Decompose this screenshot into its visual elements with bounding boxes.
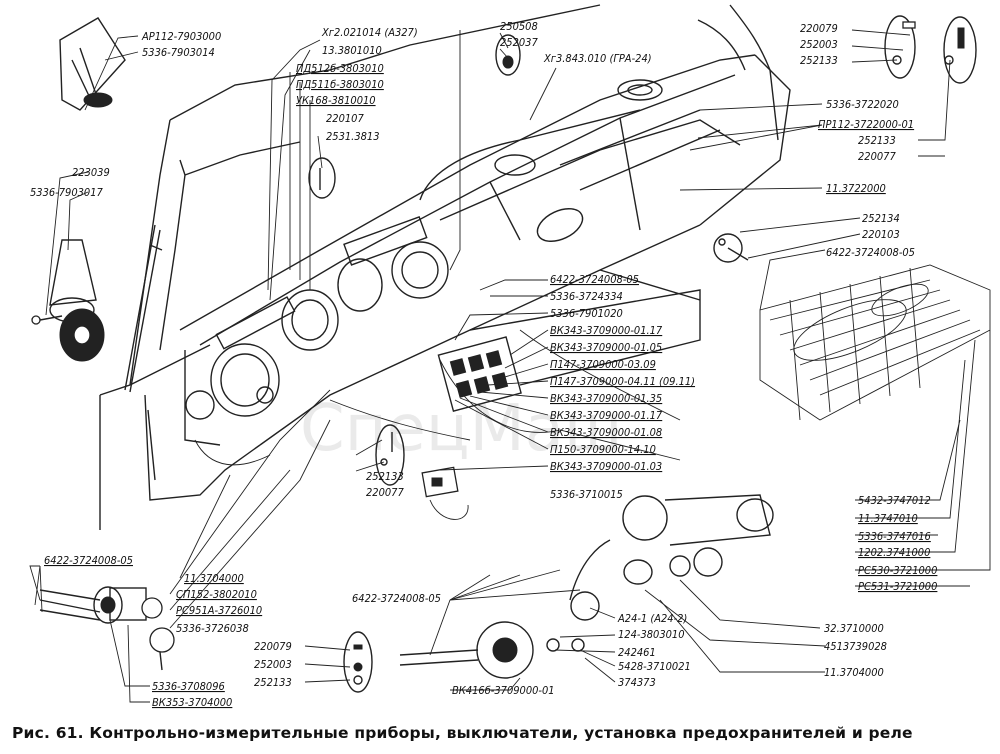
callout-label: 5336-3726038 xyxy=(176,622,249,635)
callout-label: ПД511б-3803010 xyxy=(296,78,384,91)
callout-label: 252134 xyxy=(862,212,900,225)
exploded-diagram: СпецМаш xyxy=(29,4,991,709)
callout-label: 252133 xyxy=(254,676,292,689)
callout-label: 5336-3710015 xyxy=(550,488,623,501)
callout-label: 13.3801010 xyxy=(322,44,382,57)
lighter-and-sensors xyxy=(399,494,774,679)
gauge-cluster xyxy=(185,79,663,420)
callout-label: 220103 xyxy=(862,228,900,241)
callout-label: РС951А-3726010 xyxy=(176,604,262,617)
callout-label: П147-3709000-04.11 (09.11) xyxy=(550,375,695,388)
callout-label: 220079 xyxy=(800,22,838,35)
callout-label: УК168-3810010 xyxy=(296,94,376,107)
callout-label: 6422-3724008-05 xyxy=(44,554,133,567)
leader-lines xyxy=(29,29,991,703)
callout-label: ПР112-3722000-01 xyxy=(818,118,914,131)
callout-label: 252037 xyxy=(500,36,538,49)
callout-label: 220107 xyxy=(326,112,364,125)
switch-block xyxy=(437,336,522,412)
callout-label: 5336-3708096 xyxy=(152,680,225,693)
callout-label: 5336-7903017 xyxy=(30,186,104,199)
callout-label: 11.3722000 xyxy=(826,182,886,195)
callout-label: 5336-7901020 xyxy=(550,307,623,320)
ignition-switch-assembly xyxy=(39,586,175,671)
callout-label: РС531-3721000 xyxy=(858,580,937,593)
callout-label: 250508 xyxy=(500,20,538,33)
callout-label: 374373 xyxy=(618,676,656,689)
callout-label: 6422-3724008-05 xyxy=(352,592,441,605)
callout-label: ВК343-3709000-01.17 xyxy=(550,409,663,422)
figure-caption: Рис. 61. Контрольно-измерительные прибор… xyxy=(12,724,913,742)
callout-label: 32.3710000 xyxy=(824,622,884,635)
callout-label: АР112-7903000 xyxy=(141,30,221,43)
callout-label: 252003 xyxy=(254,658,292,671)
callout-label: 242461 xyxy=(618,646,656,659)
callout-label: 5336-7903014 xyxy=(142,46,215,59)
callout-label: П150-3709000-14.10 xyxy=(550,443,656,456)
callout-labels: АР112-7903000 5336-7903014 Хг2.021014 (А… xyxy=(30,20,937,709)
callout-label: 5432-3747012 xyxy=(858,494,931,507)
callout-label: 11.3704000 xyxy=(824,666,884,679)
callout-label: ВК343-3709000-01.05 xyxy=(550,341,662,354)
callout-label: ВК343-3709000-01.08 xyxy=(550,426,662,439)
callout-label: ВК353-3704000 xyxy=(152,696,232,709)
callout-label: Хг2.021014 (А327) xyxy=(321,26,418,39)
callout-label: 6422-3724008-05 xyxy=(826,246,915,259)
dashboard-panel xyxy=(179,54,791,446)
callout-label: 223039 xyxy=(72,166,110,179)
cab-outline xyxy=(99,4,779,530)
callout-label: 124-3803010 xyxy=(618,628,685,641)
lamp-socket-group xyxy=(308,15,977,693)
relay-module xyxy=(421,466,459,498)
callout-label: 252003 xyxy=(800,38,838,51)
callout-label: П147-3709000-03.09 xyxy=(550,358,656,371)
callout-label: А24-1 (А24-2) xyxy=(617,612,687,625)
callout-label: СП152-3802010 xyxy=(176,588,257,601)
callout-label: 220077 xyxy=(366,486,404,499)
callout-label: ПД512б-3803010 xyxy=(296,62,384,75)
callout-label: 2531.3813 xyxy=(326,130,380,143)
callout-label: ВК343-3709000-01.03 xyxy=(550,460,662,473)
callout-label: 6422-3724008-05 xyxy=(550,273,639,286)
callout-label: 5336-3747016 xyxy=(858,530,931,543)
callout-label: 11.3747010 xyxy=(858,512,918,525)
callout-label: ВК343-3709000-01.17 xyxy=(550,324,663,337)
callout-label: ВК343-3709000-01.35 xyxy=(550,392,662,405)
callout-label: 252133 xyxy=(858,134,896,147)
callout-label: Хг3.843.010 (ГРА-24) xyxy=(543,52,652,65)
callout-label: 4513739028 xyxy=(824,640,887,653)
callout-label: РС530-3721000 xyxy=(858,564,937,577)
fuse-relay-box xyxy=(759,264,991,421)
callout-label: 5428-3710021 xyxy=(618,660,691,673)
callout-label: 252133 xyxy=(366,470,404,483)
callout-label: 5336-3722020 xyxy=(826,98,899,111)
callout-label: 1202.3741000 xyxy=(858,546,930,559)
callout-label: 5336-3724334 xyxy=(550,290,623,303)
wiper-assembly xyxy=(31,17,163,393)
callout-label: 252133 xyxy=(800,54,838,67)
callout-label: ВК416б-3709000-01 xyxy=(452,684,555,697)
callout-label: 11.3704000 xyxy=(184,572,244,585)
watermark: СпецМаш xyxy=(300,392,622,466)
callout-label: 220077 xyxy=(858,150,896,163)
callout-label: 220079 xyxy=(254,640,292,653)
wiring-harness xyxy=(194,329,681,520)
